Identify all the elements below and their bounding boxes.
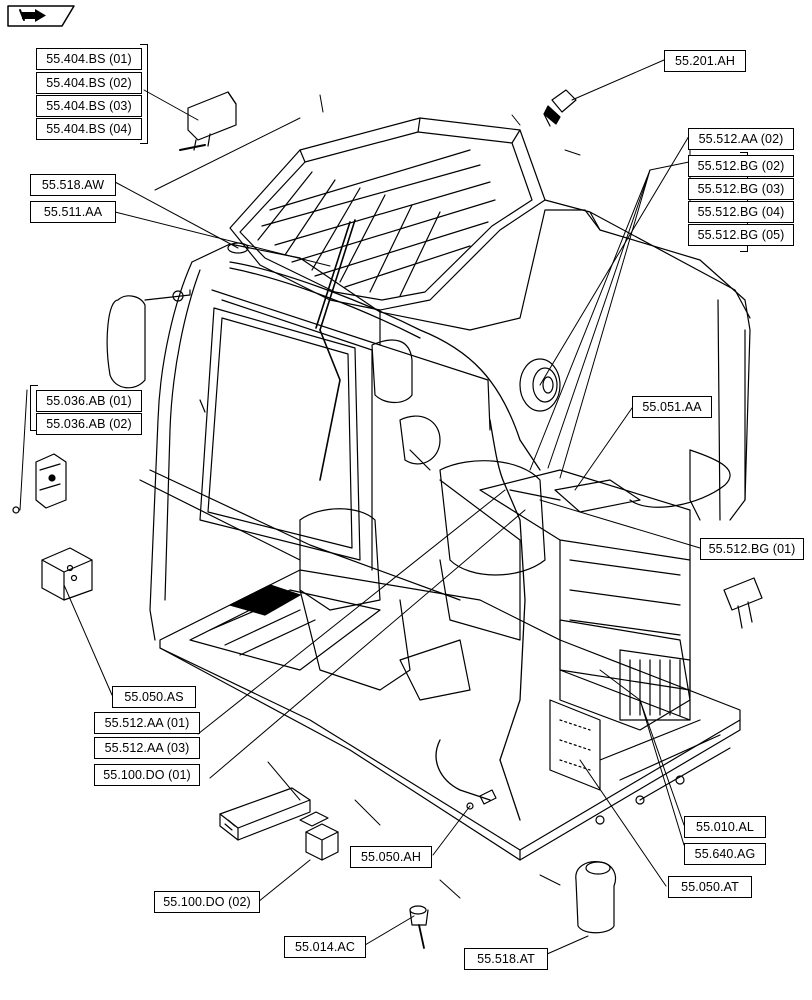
ref-55-014-ac[interactable]: 55.014.AC [284, 936, 366, 958]
ref-55-050-ah[interactable]: 55.050.AH [350, 846, 432, 868]
ref-55-404-bs-02[interactable]: 55.404.BS (02) [36, 72, 142, 94]
ref-55-404-bs-04[interactable]: 55.404.BS (04) [36, 118, 142, 140]
ref-55-518-at[interactable]: 55.518.AT [464, 948, 548, 970]
ref-55-100-do-01[interactable]: 55.100.DO (01) [94, 764, 200, 786]
leader-lines [19, 59, 701, 959]
ref-55-512-bg-05[interactable]: 55.512.BG (05) [688, 224, 794, 246]
inside-mirror [371, 339, 413, 404]
group-bracket-bs [140, 44, 148, 144]
operator-seat [299, 415, 546, 691]
connector-icon [466, 789, 497, 810]
ref-55-100-do-02[interactable]: 55.100.DO (02) [154, 891, 260, 913]
pressure-switch-icon [543, 89, 577, 127]
hvac-unit [549, 619, 691, 791]
ref-55-036-ab-02[interactable]: 55.036.AB (02) [36, 413, 142, 435]
work-lamp-icon [179, 91, 237, 151]
cab-roof [229, 117, 546, 311]
ref-55-010-al[interactable]: 55.010.AL [684, 816, 766, 838]
rocker-switch-icon [12, 453, 67, 514]
ref-55-512-bg-04[interactable]: 55.512.BG (04) [688, 201, 794, 223]
group-bracket-ab [30, 385, 38, 431]
ref-55-512-bg-01[interactable]: 55.512.BG (01) [700, 538, 804, 560]
ref-55-511-aa[interactable]: 55.511.AA [30, 201, 116, 223]
ref-55-512-bg-02[interactable]: 55.512.BG (02) [688, 155, 794, 177]
ref-55-036-ab-01[interactable]: 55.036.AB (01) [36, 390, 142, 412]
washer-tank-icon [575, 861, 617, 934]
ref-55-640-ag[interactable]: 55.640.AG [684, 843, 766, 865]
ref-55-050-as[interactable]: 55.050.AS [112, 686, 196, 708]
sensor-icon [409, 905, 429, 949]
ref-55-050-at[interactable]: 55.050.AT [668, 876, 752, 898]
ref-55-201-ah[interactable]: 55.201.AH [664, 50, 746, 72]
relay-icon [299, 811, 339, 861]
wiper-arm [315, 219, 356, 481]
next-page-arrow-icon[interactable] [7, 5, 75, 27]
ref-55-512-aa-03[interactable]: 55.512.AA (03) [94, 737, 200, 759]
ref-55-051-aa[interactable]: 55.051.AA [632, 396, 712, 418]
ref-55-512-bg-03[interactable]: 55.512.BG (03) [688, 178, 794, 200]
ref-55-518-aw[interactable]: 55.518.AW [30, 174, 116, 196]
ref-55-512-aa-01[interactable]: 55.512.AA (01) [94, 712, 200, 734]
view-break-marks [154, 94, 581, 899]
cab-frame [139, 199, 751, 641]
right-console [479, 469, 691, 721]
ref-55-404-bs-03[interactable]: 55.404.BS (03) [36, 95, 142, 117]
cab-floor [159, 569, 741, 861]
control-unit-icon [219, 787, 311, 841]
left-mirror [106, 289, 191, 389]
wiring-harness [229, 261, 561, 821]
speaker [519, 358, 561, 412]
rear-panel [629, 449, 731, 521]
fuse-box-icon [723, 577, 763, 629]
ref-55-512-aa-02[interactable]: 55.512.AA (02) [688, 128, 794, 150]
ref-55-404-bs-01[interactable]: 55.404.BS (01) [36, 48, 142, 70]
